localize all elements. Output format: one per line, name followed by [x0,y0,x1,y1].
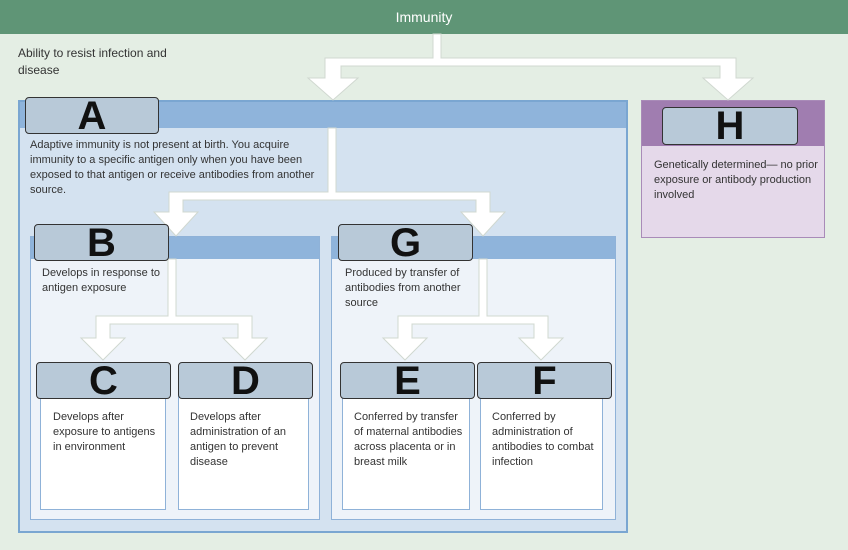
node-a-label: A [25,96,159,136]
node-e-label: E [340,361,475,401]
node-g-label: G [338,223,473,263]
node-f-label: F [477,361,612,401]
arrow-a-split [152,127,507,237]
arrow-immunity-split [306,33,755,101]
node-d-label: D [178,361,313,401]
node-g-description: Produced by transfer of antibodies from … [345,267,461,309]
node-h-description: Genetically determined— no prior exposur… [654,159,818,201]
node-f-description: Conferred by administration of antibodie… [492,411,594,468]
immunity-definition: Ability to resist infection and disease [18,46,167,77]
node-d-description: Develops after administration of an anti… [190,411,286,468]
node-e-description: Conferred by transfer of maternal antibo… [354,411,463,468]
node-h-label: H [662,106,798,146]
diagram-title: Immunity [0,0,848,34]
node-b-label: B [34,223,169,263]
node-c-label: C [36,361,171,401]
arrow-g-split [381,258,565,361]
arrow-b-split [79,258,269,361]
node-b-description: Develops in response to antigen exposure [42,267,161,294]
node-c-description: Develops after exposure to antigens in e… [53,411,156,453]
node-a-description: Adaptive immunity is not present at birt… [30,139,315,196]
